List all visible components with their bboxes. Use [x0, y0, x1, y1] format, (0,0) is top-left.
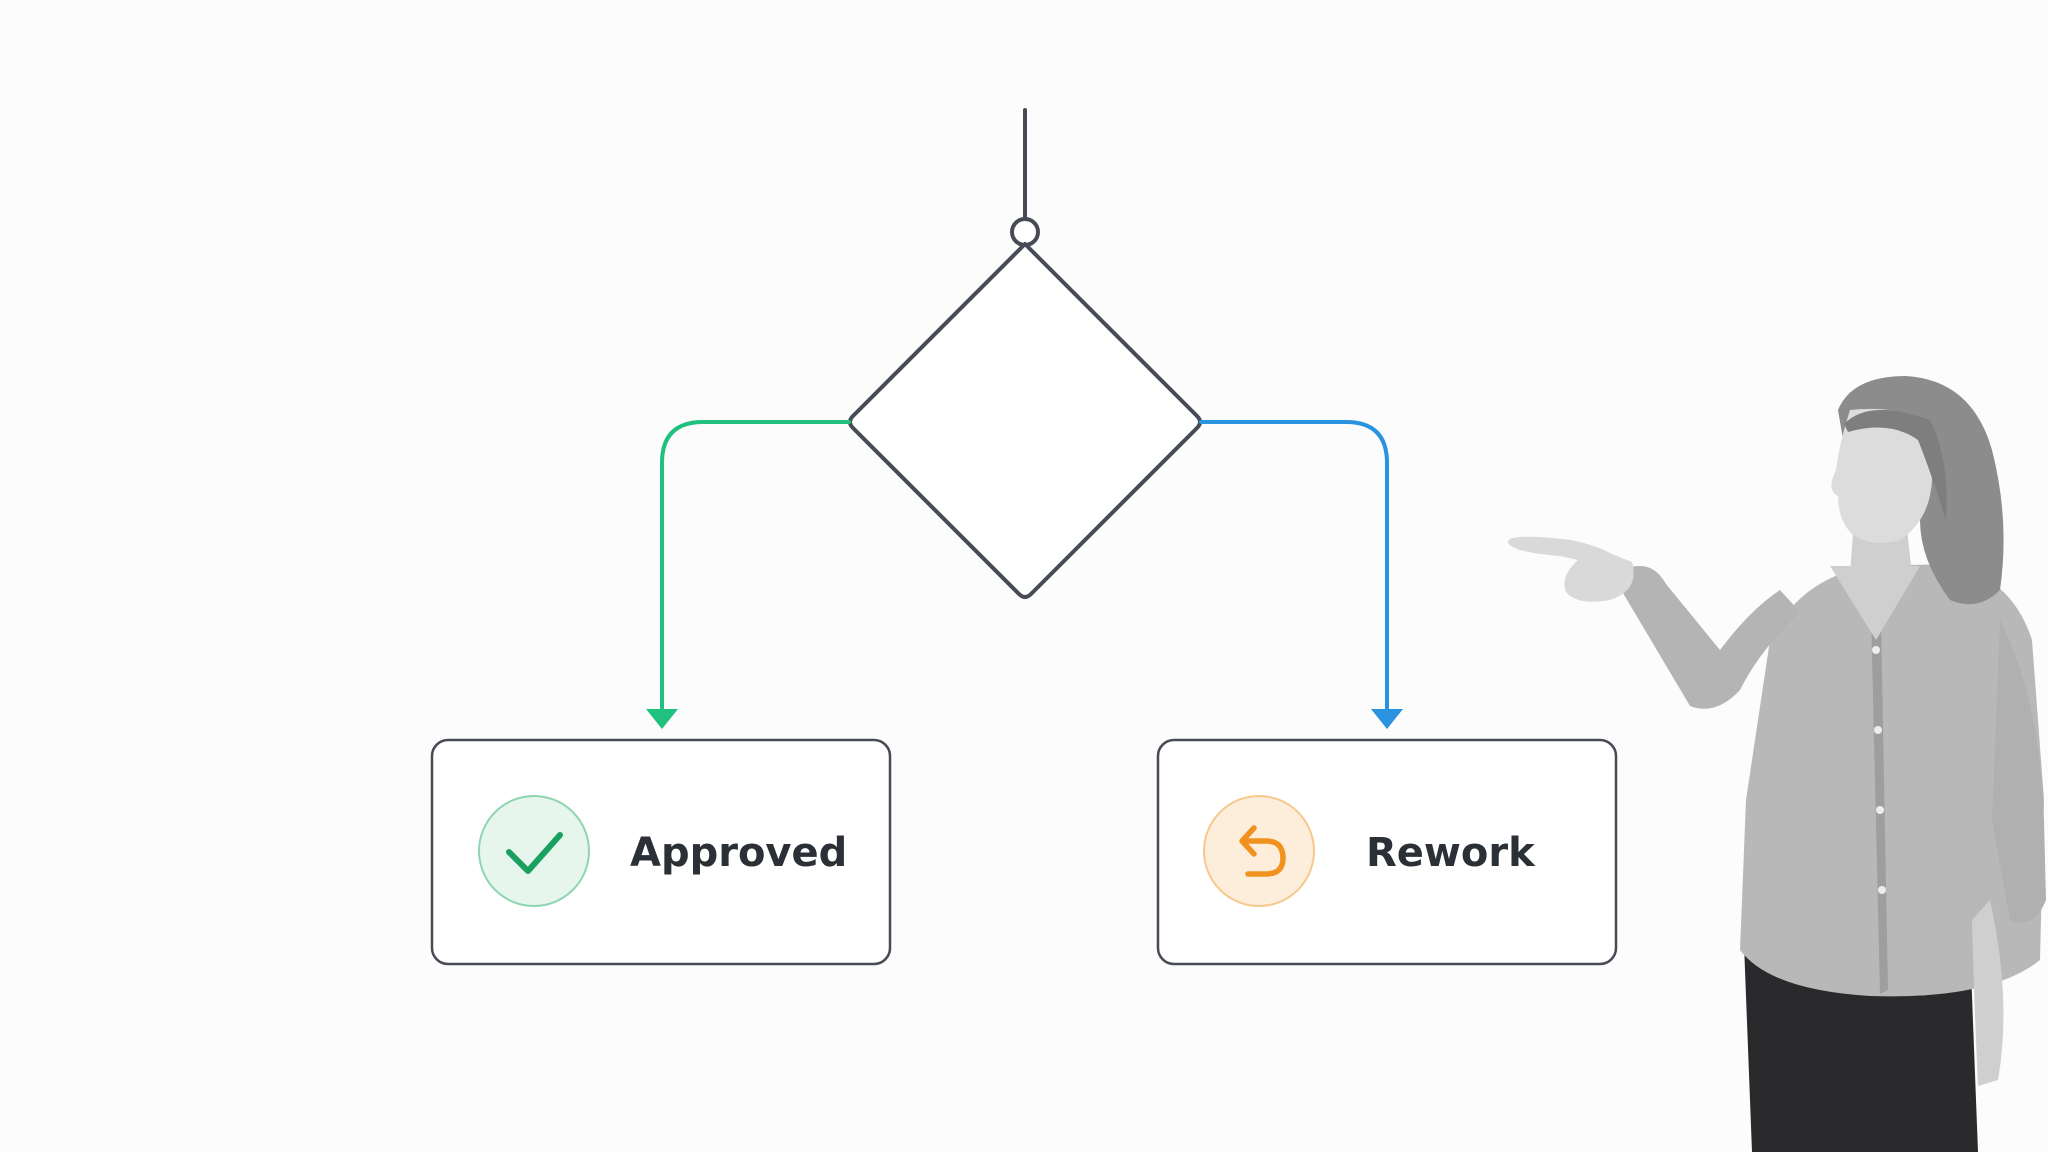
presenter-photo	[1508, 376, 2046, 1152]
presenter-right-arm	[1992, 620, 2046, 923]
rework-outcome-box[interactable]: Rework	[1156, 738, 1618, 966]
connector-node	[1010, 217, 1040, 247]
approved-icon-badge	[478, 795, 590, 907]
presenter-face	[1831, 408, 1932, 543]
approved-arrowhead	[646, 709, 678, 729]
presenter-shirt	[1740, 564, 2044, 997]
decision-diamond	[848, 242, 1202, 599]
presenter-legs	[1744, 944, 1978, 1152]
approved-branch-line	[660, 420, 851, 710]
undo-arrow-icon	[1239, 825, 1286, 877]
rework-label: Rework	[1366, 830, 1536, 876]
rework-branch-line	[1199, 420, 1389, 710]
presenter-pointing-arm	[1619, 566, 1800, 709]
approved-outcome-box[interactable]: Approved	[430, 738, 892, 966]
rework-icon-badge	[1203, 795, 1315, 907]
presenter-hand	[1508, 536, 1634, 602]
approved-label: Approved	[630, 830, 847, 876]
rework-arrowhead	[1371, 709, 1403, 729]
check-icon	[506, 832, 563, 874]
